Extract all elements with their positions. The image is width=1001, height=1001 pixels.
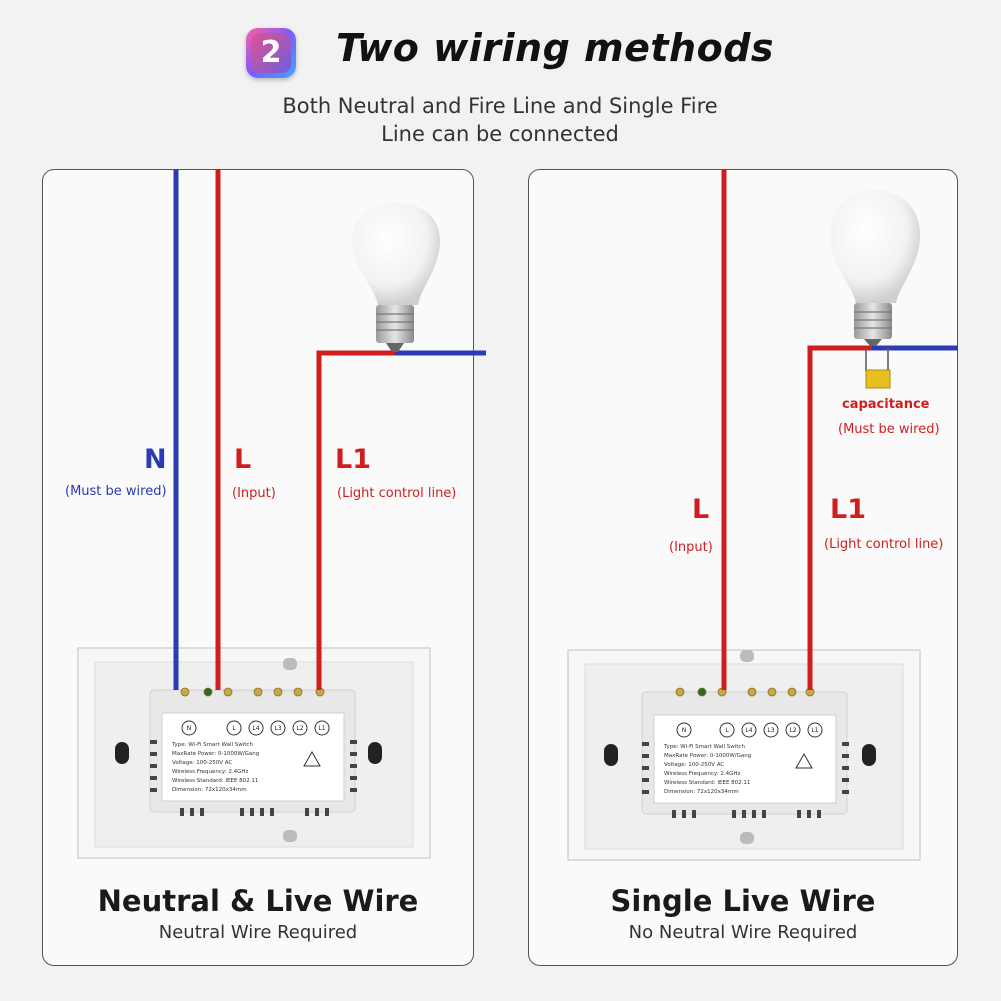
label-capacitance-note: (Must be wired) bbox=[838, 422, 940, 437]
spec-power: MaxRate Power: 0-1000W/Gang bbox=[664, 753, 751, 759]
spec-standard: Wireless Standard: IEEE 802.11 bbox=[664, 780, 750, 786]
spec-type: Type: Wi-Fi Smart Wall Switch bbox=[663, 744, 745, 750]
terminal-l3: L3 bbox=[767, 727, 774, 734]
spec-dimension: Dimension: 72x120x34mm bbox=[172, 787, 247, 793]
terminal-l1: L1 bbox=[811, 727, 818, 734]
light-control-wire bbox=[807, 345, 872, 690]
subtitle-line-2: Line can be connected bbox=[381, 122, 619, 146]
spec-voltage: Voltage: 100-250V AC bbox=[172, 760, 232, 766]
terminal-l3: L3 bbox=[274, 725, 281, 732]
label-l1-note: (Light control line) bbox=[824, 537, 944, 552]
light-bulb-icon bbox=[352, 202, 440, 352]
spec-dimension: Dimension: 72x120x34mm bbox=[664, 789, 739, 795]
spec-standard: Wireless Standard: IEEE 802.11 bbox=[172, 778, 258, 784]
spec-type: Type: Wi-Fi Smart Wall Switch bbox=[171, 742, 253, 748]
label-l-note: (Input) bbox=[669, 540, 713, 555]
label-l1: L1 bbox=[830, 494, 866, 525]
terminal-n: N bbox=[187, 725, 192, 732]
terminal-l: L bbox=[232, 725, 236, 732]
terminal-n: N bbox=[682, 727, 687, 734]
terminal-l2: L2 bbox=[296, 725, 303, 732]
label-l: L bbox=[692, 494, 710, 525]
warning-icon bbox=[795, 752, 813, 769]
terminal-l: L bbox=[725, 727, 729, 734]
left-footer-title: Neutral & Live Wire bbox=[97, 884, 419, 918]
label-l1-note: (Light control line) bbox=[337, 486, 457, 501]
label-l: L bbox=[234, 444, 252, 475]
warning-icon bbox=[303, 750, 321, 767]
spec-frequency: Wireless Frequency: 2.4GHz bbox=[172, 769, 249, 775]
terminal-l1: L1 bbox=[318, 725, 325, 732]
label-capacitance: capacitance bbox=[842, 397, 930, 412]
subtitle-line-1: Both Neutral and Fire Line and Single Fi… bbox=[282, 94, 718, 118]
spec-voltage: Voltage: 100-250V AC bbox=[664, 762, 724, 768]
left-footer-subtitle: Neutral Wire Required bbox=[158, 922, 358, 943]
light-bulb-icon bbox=[830, 190, 920, 346]
right-footer-title: Single Live Wire bbox=[610, 884, 876, 918]
page-title: Two wiring methods bbox=[336, 26, 775, 70]
label-l-note: (Input) bbox=[232, 486, 276, 501]
left-switch: N L L4 L3 L2 L1 Type: Wi-Fi Smart Wall S… bbox=[77, 647, 431, 859]
right-footer-subtitle: No Neutral Wire Required bbox=[628, 922, 858, 943]
right-switch: N L L4 L3 L2 L1 Type: Wi-Fi Smart Wall S… bbox=[567, 649, 921, 861]
terminal-l4: L4 bbox=[745, 727, 752, 734]
terminal-l4: L4 bbox=[252, 725, 259, 732]
label-l1: L1 bbox=[335, 444, 371, 475]
label-n: N bbox=[144, 444, 167, 475]
page-subtitle: Both Neutral and Fire Line and Single Fi… bbox=[260, 92, 740, 148]
step-number: 2 bbox=[251, 33, 291, 73]
spec-power: MaxRate Power: 0-1000W/Gang bbox=[172, 751, 259, 757]
capacitor-icon bbox=[865, 348, 891, 389]
step-number-badge: 2 bbox=[246, 28, 296, 78]
terminal-l2: L2 bbox=[789, 727, 796, 734]
spec-frequency: Wireless Frequency: 2.4GHz bbox=[664, 771, 741, 777]
light-control-wire bbox=[316, 350, 395, 690]
label-n-note: (Must be wired) bbox=[65, 484, 167, 499]
